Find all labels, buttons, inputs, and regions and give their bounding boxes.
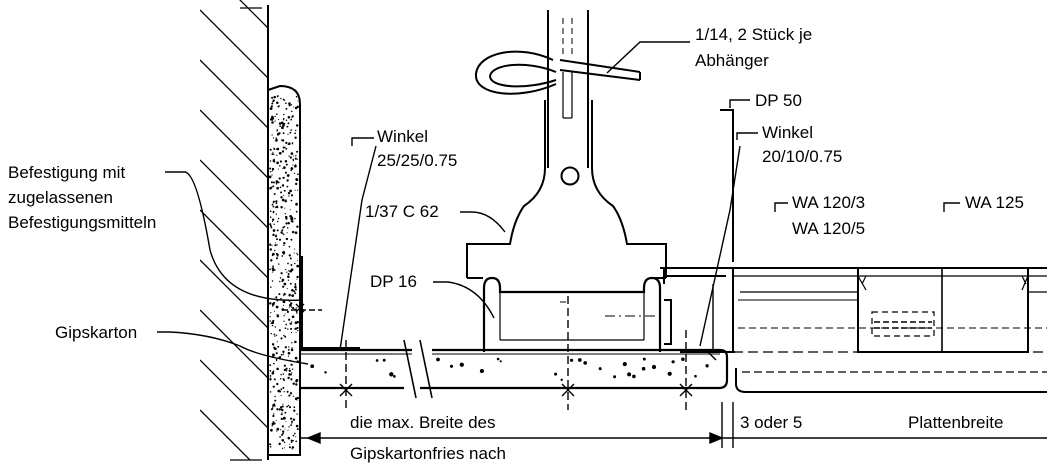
label-gipskarton: Gipskarton [55,323,137,342]
wall-plaster [267,84,301,456]
label-winkel-left-line2: 25/25/0.75 [377,151,457,170]
dimension-lines [300,402,1047,448]
label-wa125: WA 125 [965,193,1024,212]
label-dim-plate: Plattenbreite [908,413,1003,432]
label-wa120-line1: WA 120/3 [792,193,865,212]
label-hanger: 1/37 C 62 [365,202,439,221]
labels: 1/14, 2 Stück je Abhänger DP 50 Winkel 2… [8,25,1024,463]
profile-dp50 [660,109,735,353]
main-profile-dp16 [482,276,662,352]
label-winkel-right-line2: 20/10/0.75 [762,147,842,166]
label-dim-main-line2: Gipskartonfries nach [350,444,506,463]
label-wa120-line2: WA 120/5 [792,219,865,238]
label-clip-line1: 1/14, 2 Stück je [695,25,812,44]
label-clip-line2: Abhänger [695,51,769,70]
label-winkel-right-line1: Winkel [762,123,813,142]
label-dp16: DP 16 [370,272,417,291]
label-befestigung-line1: Befestigung mit [8,163,125,182]
fasteners [282,296,693,410]
label-dp50: DP 50 [755,91,802,110]
hanger-bracket [466,100,667,279]
wall-hatching [200,0,268,460]
leader-lines [157,41,960,365]
gypsum-board [300,339,729,399]
label-befestigung-line3: Befestigungsmitteln [8,213,156,232]
label-befestigung-line2: zugelassenen [8,188,113,207]
label-dim-main-line1: die max. Breite des [350,413,496,432]
label-dim-gap: 3 oder 5 [740,413,802,432]
cross-profiles [733,267,1047,393]
spring-clip [474,50,641,95]
wall [200,0,269,461]
suspension-rod [547,10,589,168]
label-winkel-left-line1: Winkel [377,127,428,146]
